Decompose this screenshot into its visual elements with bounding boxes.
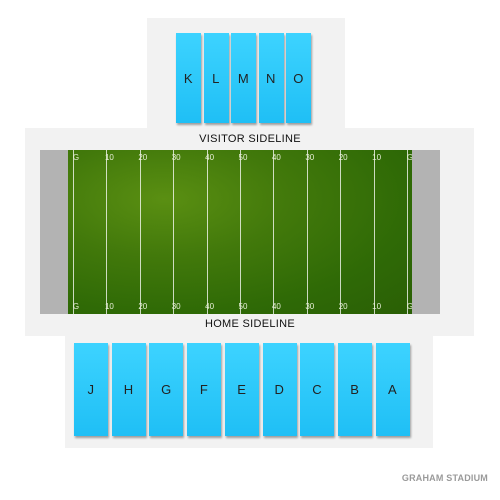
yard-number-top: 10 <box>372 153 382 162</box>
section-a[interactable]: A <box>375 343 410 436</box>
yard-number-top: 50 <box>238 153 248 162</box>
yard-number-bottom: 20 <box>138 302 148 311</box>
yard-number-top: G <box>406 153 414 162</box>
section-o[interactable]: O <box>286 33 311 123</box>
yard-number-bottom: 20 <box>338 302 348 311</box>
section-c[interactable]: C <box>300 343 335 436</box>
yard-number-bottom: 40 <box>271 302 281 311</box>
yard-number-top: G <box>72 153 80 162</box>
section-e[interactable]: E <box>224 343 259 436</box>
endzone-left <box>40 150 68 314</box>
section-g[interactable]: G <box>149 343 184 436</box>
yard-number-top: 30 <box>305 153 315 162</box>
yard-number-top: 30 <box>171 153 181 162</box>
yard-line <box>106 150 108 314</box>
section-m[interactable]: M <box>231 33 256 123</box>
yard-number-top: 10 <box>104 153 114 162</box>
section-l[interactable]: L <box>203 33 229 123</box>
visitor-sideline-label: VISITOR SIDELINE <box>199 133 301 145</box>
yard-line <box>407 150 408 314</box>
yard-number-bottom: 10 <box>104 302 114 311</box>
yard-number-bottom: 30 <box>305 302 315 311</box>
yard-line <box>139 150 141 314</box>
yard-line <box>340 150 342 314</box>
yard-line <box>306 150 308 314</box>
yard-number-bottom: 30 <box>171 302 181 311</box>
yard-number-top: 20 <box>338 153 348 162</box>
section-k[interactable]: K <box>176 33 201 123</box>
section-f[interactable]: F <box>187 343 222 436</box>
endzone-right <box>412 150 440 314</box>
section-b[interactable]: B <box>337 343 372 436</box>
yard-number-bottom: 10 <box>372 302 382 311</box>
venue-name: GRAHAM STADIUM <box>401 473 488 483</box>
yard-number-bottom: 50 <box>238 302 248 311</box>
yard-line <box>373 150 375 314</box>
yard-line <box>173 150 175 314</box>
home-sideline-label: HOME SIDELINE <box>204 318 296 330</box>
yard-line <box>206 150 208 314</box>
yard-line <box>73 150 74 314</box>
yard-number-top: 40 <box>205 153 215 162</box>
yard-line <box>240 150 241 314</box>
section-d[interactable]: D <box>262 343 297 436</box>
yard-number-bottom: G <box>406 302 414 311</box>
section-j[interactable]: J <box>74 343 108 436</box>
yard-number-bottom: 40 <box>205 302 215 311</box>
yard-line <box>273 150 275 314</box>
yard-number-bottom: G <box>72 302 80 311</box>
yard-number-top: 20 <box>138 153 148 162</box>
section-n[interactable]: N <box>258 33 284 123</box>
section-h[interactable]: H <box>111 343 146 436</box>
yard-number-top: 40 <box>271 153 281 162</box>
